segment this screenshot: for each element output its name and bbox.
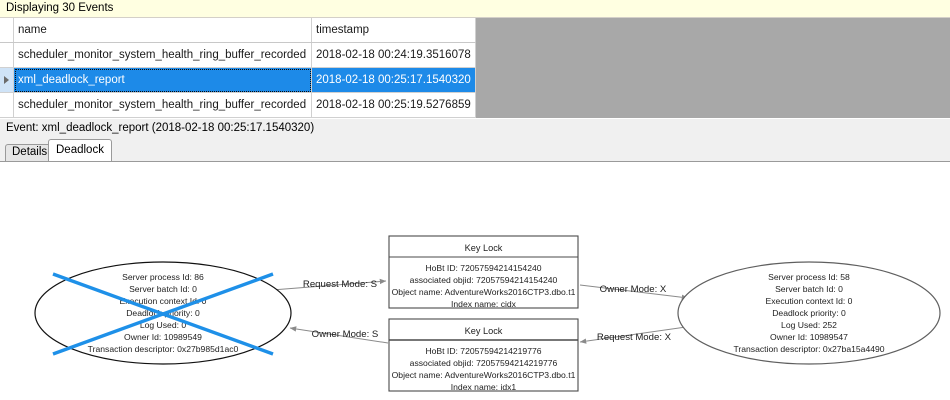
key-lock-bottom-line-1: HoBt ID: 72057594214219776 [425,346,541,356]
cell-name[interactable]: scheduler_monitor_system_health_ring_buf… [13,92,312,118]
displaying-events-banner: Displaying 30 Events [0,0,950,18]
tab-details[interactable]: Details [5,144,55,161]
key-lock-bottom-line-3: Object name: AdventureWorks2016CTP3.dbo.… [392,370,576,380]
victim-line-2: Server batch Id: 0 [129,284,197,294]
event-detail-header: Event: xml_deadlock_report (2018-02-18 0… [0,119,950,139]
surviving-line-5: Log Used: 252 [781,320,837,330]
row-selector[interactable] [0,67,14,93]
victim-line-3: Execution context Id: 0 [120,296,207,306]
row-selector-arrow-icon [4,75,9,84]
key-lock-top-line-1: HoBt ID: 72057594214154240 [425,263,541,273]
cell-name[interactable]: scheduler_monitor_system_health_ring_buf… [13,42,312,68]
events-grid[interactable]: name timestamp scheduler_monitor_system_… [0,18,476,118]
victim-cross-icon [52,272,274,356]
table-row[interactable]: scheduler_monitor_system_health_ring_buf… [0,92,476,118]
edge-owner-mode-x: Owner Mode: X [579,284,689,300]
key-lock-bottom-line-2: associated objid: 72057594214219776 [410,358,558,368]
process-node-surviving[interactable]: Server process Id: 58 Server batch Id: 0… [677,261,941,365]
cell-timestamp[interactable]: 2018-02-18 00:25:19.5276859 [311,92,476,118]
key-lock-top-line-3: Object name: AdventureWorks2016CTP3.dbo.… [392,287,576,297]
deadlock-graph-canvas[interactable]: Request Mode: S Owner Mode: S Owner Mode… [0,161,950,400]
surviving-line-1: Server process Id: 58 [768,272,850,282]
edge-label-request-mode-s: Request Mode: S [303,279,377,290]
row-selector[interactable] [0,92,14,118]
displaying-events-label: Displaying 30 Events [6,2,114,14]
victim-line-1: Server process Id: 86 [122,272,204,282]
grid-header-name[interactable]: name [13,18,312,43]
victim-line-7: Transaction descriptor: 0x27b985d1ac0 [88,344,239,354]
surviving-line-4: Deadlock priority: 0 [772,308,846,318]
edge-label-request-mode-x: Request Mode: X [597,332,672,343]
cell-timestamp[interactable]: 2018-02-18 00:24:19.3516078 [311,42,476,68]
grid-header-timestamp[interactable]: timestamp [311,18,476,43]
edge-request-mode-s: Request Mode: S [271,278,387,291]
edge-label-owner-mode-x: Owner Mode: X [600,284,667,295]
detail-tabstrip: Details Deadlock [0,139,950,161]
cell-name[interactable]: xml_deadlock_report [13,67,312,93]
grid-header-row: name timestamp [0,18,476,43]
table-row[interactable]: scheduler_monitor_system_health_ring_buf… [0,42,476,68]
victim-line-6: Owner Id: 10989549 [124,332,202,342]
row-selector[interactable] [0,42,14,68]
surviving-line-3: Execution context Id: 0 [766,296,853,306]
table-row-selected[interactable]: xml_deadlock_report 2018-02-18 00:25:17.… [0,67,476,93]
events-grid-container[interactable]: name timestamp scheduler_monitor_system_… [0,18,950,118]
surviving-line-7: Transaction descriptor: 0x27ba15a4490 [733,344,884,354]
key-lock-top-line-2: associated objid: 72057594214154240 [410,275,558,285]
grid-header-selector [0,18,14,43]
tab-deadlock[interactable]: Deadlock [48,139,112,161]
resource-node-key-lock-bottom[interactable]: Key Lock HoBt ID: 72057594214219776 asso… [388,318,579,392]
key-lock-bottom-title: Key Lock [465,326,503,336]
edge-label-owner-mode-s: Owner Mode: S [312,329,379,340]
surviving-line-6: Owner Id: 10989547 [770,332,848,342]
process-node-victim[interactable]: Server process Id: 86 Server batch Id: 0… [34,261,292,365]
edge-owner-mode-s: Owner Mode: S [289,326,389,344]
surviving-line-2: Server batch Id: 0 [775,284,843,294]
cell-timestamp[interactable]: 2018-02-18 00:25:17.1540320 [311,67,476,93]
resource-node-key-lock-top[interactable]: Key Lock HoBt ID: 72057594214154240 asso… [388,235,579,309]
victim-line-5: Log Used: 0 [140,320,187,330]
deadlock-graph-svg: Request Mode: S Owner Mode: S Owner Mode… [34,235,941,392]
key-lock-bottom-line-4: Index name: idx1 [451,382,517,392]
key-lock-top-title: Key Lock [465,243,503,253]
edge-request-mode-x: Request Mode: X [579,326,687,344]
key-lock-top-line-4: Index name: cidx [451,299,517,309]
event-detail-title: Event: xml_deadlock_report (2018-02-18 0… [6,122,315,134]
